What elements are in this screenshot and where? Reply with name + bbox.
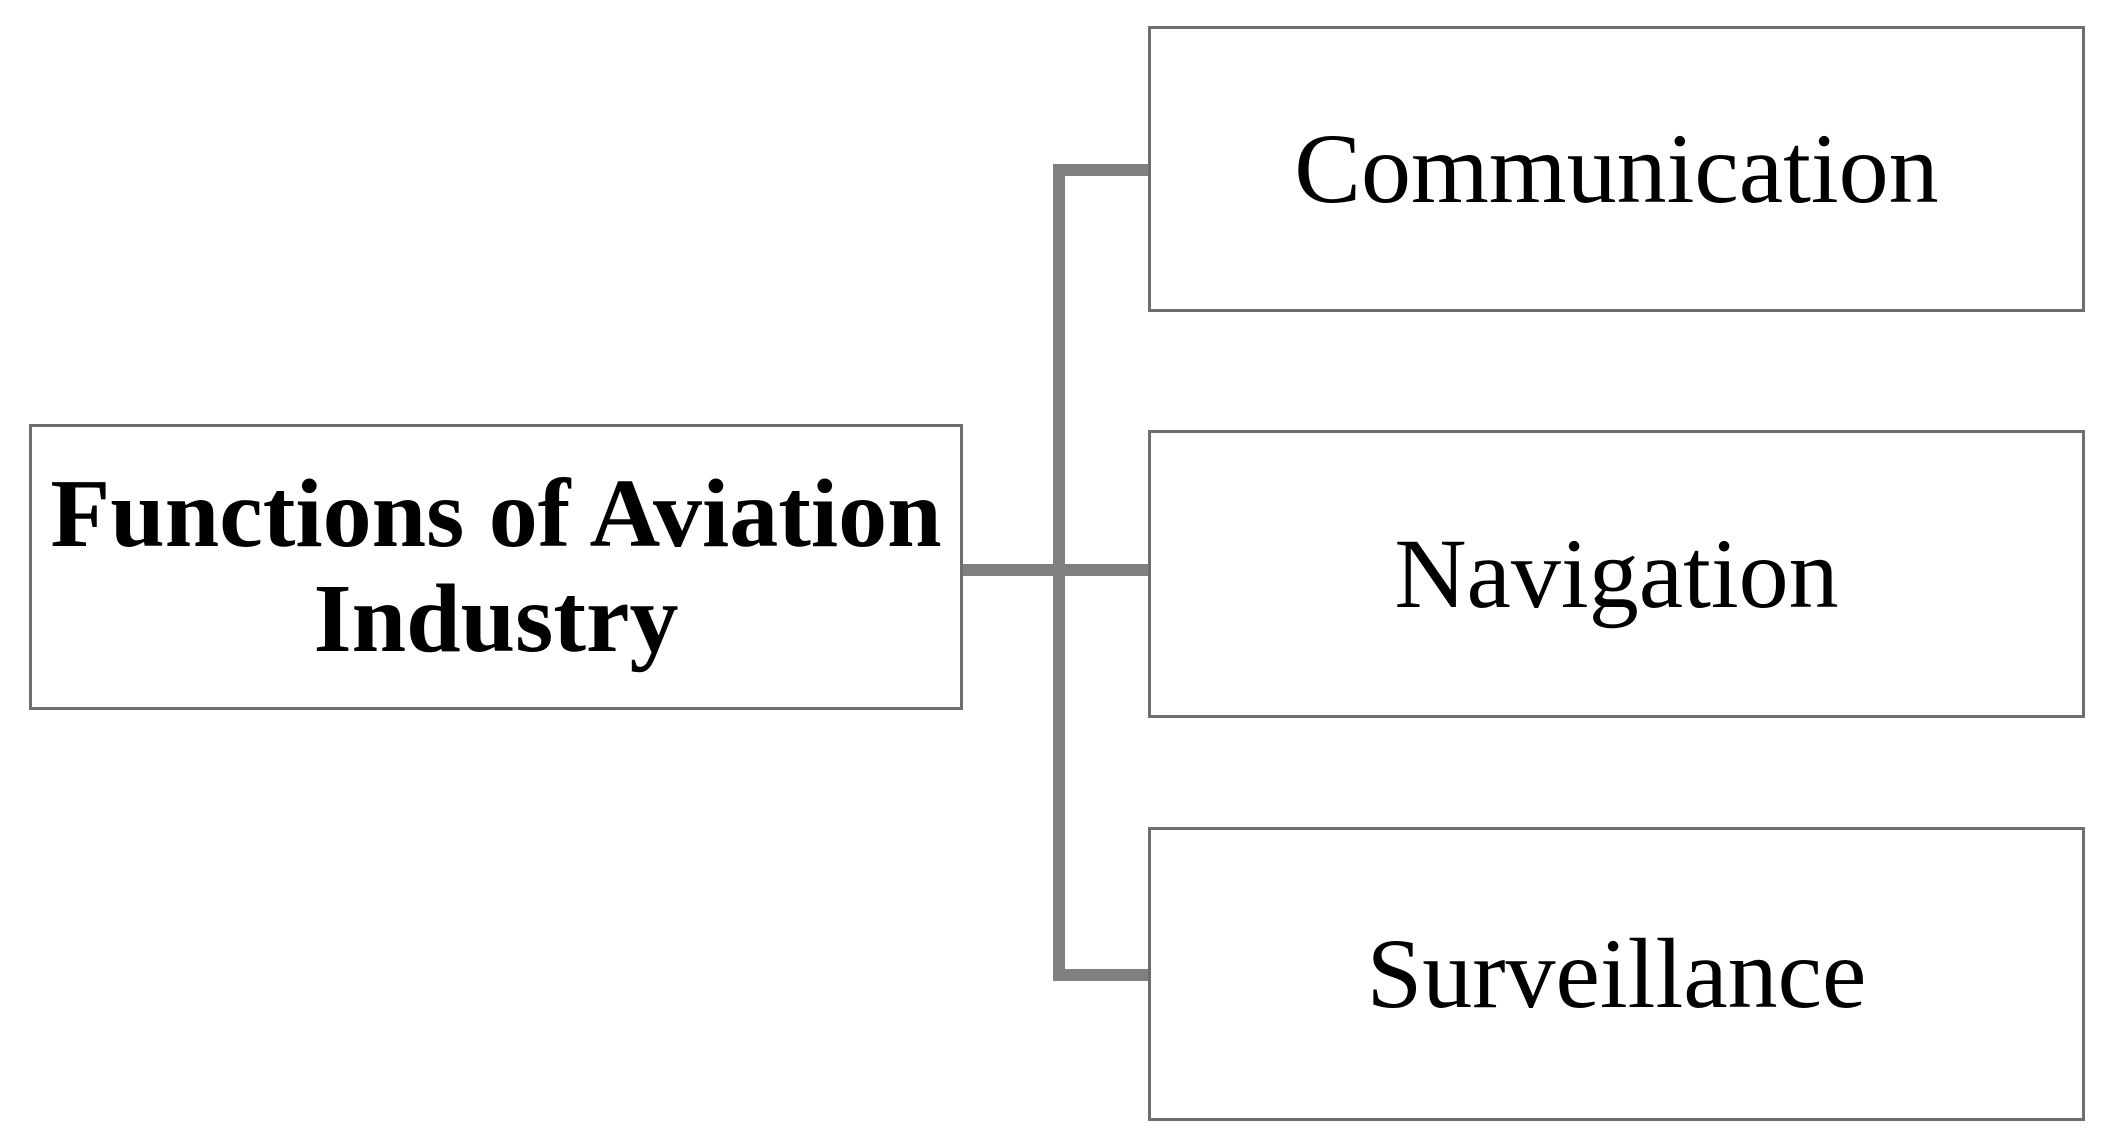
node-communication: Communication: [1148, 26, 2085, 312]
connector-branch-communication: [1053, 164, 1150, 176]
connector-branch-navigation: [963, 564, 1150, 576]
connector-branch-surveillance: [1053, 969, 1150, 981]
node-navigation-label: Navigation: [1394, 518, 1839, 629]
node-functions-of-aviation-industry: Functions of Aviation Industry: [29, 424, 963, 710]
root-node-label: Functions of Aviation Industry: [50, 462, 941, 672]
node-communication-label: Communication: [1294, 113, 1939, 224]
root-node-label-line-2: Industry: [313, 565, 679, 673]
root-node-label-line-1: Functions of Aviation: [50, 460, 942, 569]
node-navigation: Navigation: [1148, 430, 2085, 718]
node-surveillance-label: Surveillance: [1366, 918, 1867, 1029]
node-surveillance: Surveillance: [1148, 827, 2085, 1121]
